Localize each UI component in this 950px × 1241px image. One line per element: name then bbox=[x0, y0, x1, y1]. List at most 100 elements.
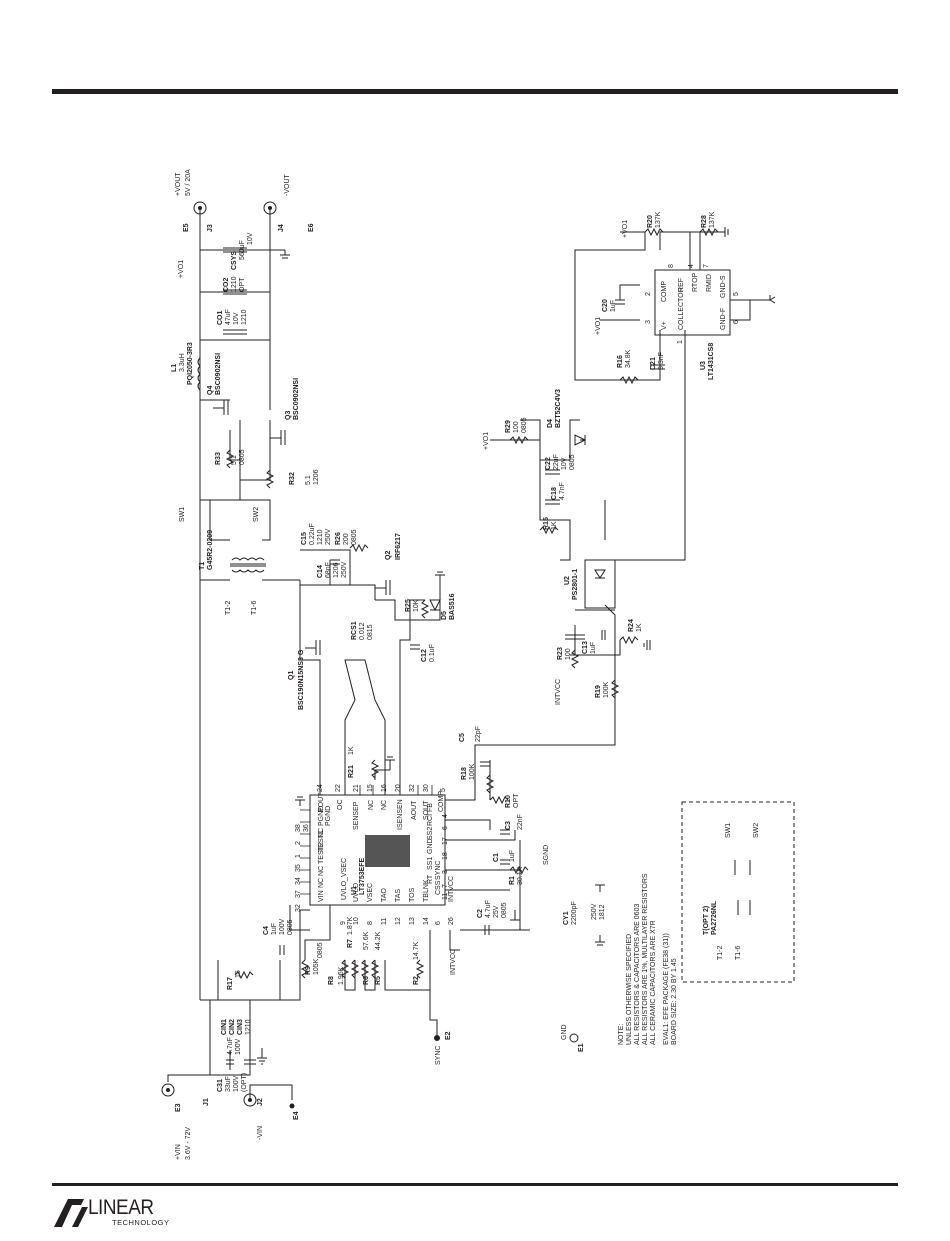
label-e2: E2 bbox=[445, 1031, 452, 1040]
r8-value: 1.96K bbox=[338, 966, 345, 985]
c15-voltage: 250V bbox=[325, 528, 332, 545]
c21-value: 3.3nF bbox=[658, 352, 665, 370]
net-sgnd: SGND bbox=[543, 845, 550, 865]
cy1-package: 1812 bbox=[599, 904, 606, 920]
u1-num-8: 8 bbox=[367, 921, 374, 925]
u1-pin-test2: TEST2 bbox=[318, 842, 325, 864]
note-4: ALL CERAMIC CAPACITORS ARE X7R bbox=[650, 920, 657, 1045]
u3-body bbox=[654, 269, 731, 336]
c15-value: 0.22uF bbox=[309, 523, 316, 545]
r18-ref: R18 bbox=[461, 767, 468, 780]
co2-package: 1210 bbox=[231, 276, 238, 292]
u1-pin-ss1: SS1 bbox=[427, 857, 434, 870]
r28-value: 137K bbox=[709, 211, 716, 228]
note-1: UNLESS OTHERWISE SPECIFIED bbox=[626, 934, 633, 1045]
label-nvin: -VIN bbox=[257, 1126, 264, 1140]
c4-voltage: 100V bbox=[279, 918, 286, 935]
label-j3: J3 bbox=[207, 224, 214, 232]
q4-part: BSC0902NSI bbox=[215, 353, 222, 395]
net-vo1-c: +VO1 bbox=[595, 317, 602, 335]
r17-ref: R17 bbox=[227, 977, 234, 990]
r33-ref: R33 bbox=[215, 452, 222, 465]
u3-num-6: 6 bbox=[733, 320, 740, 324]
u1-num-32: 32 bbox=[295, 904, 302, 912]
cin3-ref: CIN3 bbox=[237, 1019, 244, 1035]
cin-voltage: 100V bbox=[235, 1038, 242, 1055]
r19-ref: R19 bbox=[595, 685, 602, 698]
r7-ref: R7 bbox=[347, 939, 354, 948]
u3-num-3: 3 bbox=[645, 320, 652, 324]
t1-part: G45R2-0209 bbox=[207, 530, 214, 570]
r15-ref: R15 bbox=[543, 517, 550, 530]
cy1-voltage: 250V bbox=[591, 903, 598, 920]
u1-num-4: 4 bbox=[442, 814, 449, 818]
label-j4: J4 bbox=[278, 224, 285, 232]
mosfets bbox=[213, 400, 391, 655]
label-nvout: -VOUT bbox=[284, 174, 291, 197]
c2-voltage: 25V bbox=[493, 905, 500, 918]
u3-num-1: 1 bbox=[677, 340, 684, 344]
u3-pin-gnd-s: GND-S bbox=[720, 275, 727, 298]
u1-part: LT3753EFE bbox=[359, 857, 366, 895]
labels: E3 J1 +VIN 3.6V - 72V J2 E4 -VIN E5 J3 +… bbox=[171, 169, 760, 1160]
u1-num-9: 9 bbox=[340, 921, 347, 925]
u1-pin-vin: VIN bbox=[318, 890, 325, 902]
co2-opt: OPT bbox=[239, 277, 246, 292]
u1-num-30: 30 bbox=[423, 784, 430, 792]
u1-num-14: 14 bbox=[423, 917, 430, 925]
r6-ref: R6 bbox=[363, 976, 370, 985]
u2-part: PS2801-1 bbox=[572, 569, 579, 600]
net-t1-6: T1-6 bbox=[251, 601, 258, 616]
net-vo1-a: +VO1 bbox=[178, 260, 185, 278]
d4-part: BZT52C4V3 bbox=[555, 389, 562, 428]
u1-pin-nc-b: NC bbox=[318, 866, 325, 876]
u2-ref: U2 bbox=[564, 576, 571, 585]
rcs1-package: 0815 bbox=[367, 624, 374, 640]
r5-ref: R5 bbox=[375, 976, 382, 985]
u1-pin-css: CSS bbox=[435, 880, 442, 895]
c18-value: 4.7nF bbox=[559, 482, 566, 500]
label-j2: J2 bbox=[257, 1098, 264, 1106]
u1-pin-pgnd-b: PGND bbox=[325, 806, 332, 826]
r15-value: 1K bbox=[551, 521, 558, 530]
note-6: BOARD SIZE: 2.30 BY 1.45 bbox=[671, 958, 678, 1045]
u3-pin-gnd-f: GND-F bbox=[720, 308, 727, 330]
r33-package: 0805 bbox=[239, 449, 246, 465]
c12-value: 0.1uF bbox=[429, 644, 436, 662]
u1-num-34: 34 bbox=[295, 877, 302, 885]
u1-pin-tao: TAO bbox=[381, 888, 388, 902]
u1-num-3: 3 bbox=[442, 870, 449, 874]
cin-package: 1210 bbox=[245, 1019, 252, 1035]
u1-pin-test1: TEST1 bbox=[318, 830, 325, 852]
c2-package: 0805 bbox=[501, 902, 508, 918]
r24-ref: R24 bbox=[628, 619, 635, 632]
c1-value: 1uF bbox=[509, 850, 516, 862]
r21-ref: R21 bbox=[348, 765, 355, 778]
topt-t1-6: T1-6 bbox=[735, 946, 742, 961]
r23-ref: R23 bbox=[557, 647, 564, 660]
c1-ref: C1 bbox=[493, 853, 500, 862]
c20-value: 1uF bbox=[610, 300, 617, 312]
u3-pin-comp: COMP bbox=[661, 281, 668, 302]
u1-pin-tas: TAS bbox=[395, 889, 402, 902]
r26-package: 0805 bbox=[351, 529, 358, 545]
u3-num-2: 2 bbox=[645, 292, 652, 296]
r29-ref: R29 bbox=[505, 420, 512, 433]
r1-ref: R1 bbox=[509, 876, 516, 885]
u1-num-32b: 32 bbox=[409, 784, 416, 792]
c14-voltage: 250V bbox=[341, 561, 348, 578]
topt-windings bbox=[734, 860, 751, 915]
r24-value: 1K bbox=[636, 623, 643, 632]
c31-opt: (OPT) bbox=[241, 1073, 248, 1092]
c4-package: 0805 bbox=[287, 919, 294, 935]
r10-value: OPT bbox=[513, 793, 520, 808]
r9-ref: R9 bbox=[305, 966, 312, 975]
c22-value: 22uF bbox=[553, 454, 560, 470]
net-intvcc-a: INTVCC bbox=[555, 679, 562, 705]
r29-package: 0805 bbox=[521, 417, 528, 433]
net-sw1: SW1 bbox=[179, 507, 186, 522]
r20-value: 137K bbox=[655, 211, 662, 228]
u1-pin-tos: TOS bbox=[409, 887, 416, 902]
u1-num-11b: 11 bbox=[381, 918, 388, 925]
topt-part: PA2726NL bbox=[711, 900, 718, 935]
